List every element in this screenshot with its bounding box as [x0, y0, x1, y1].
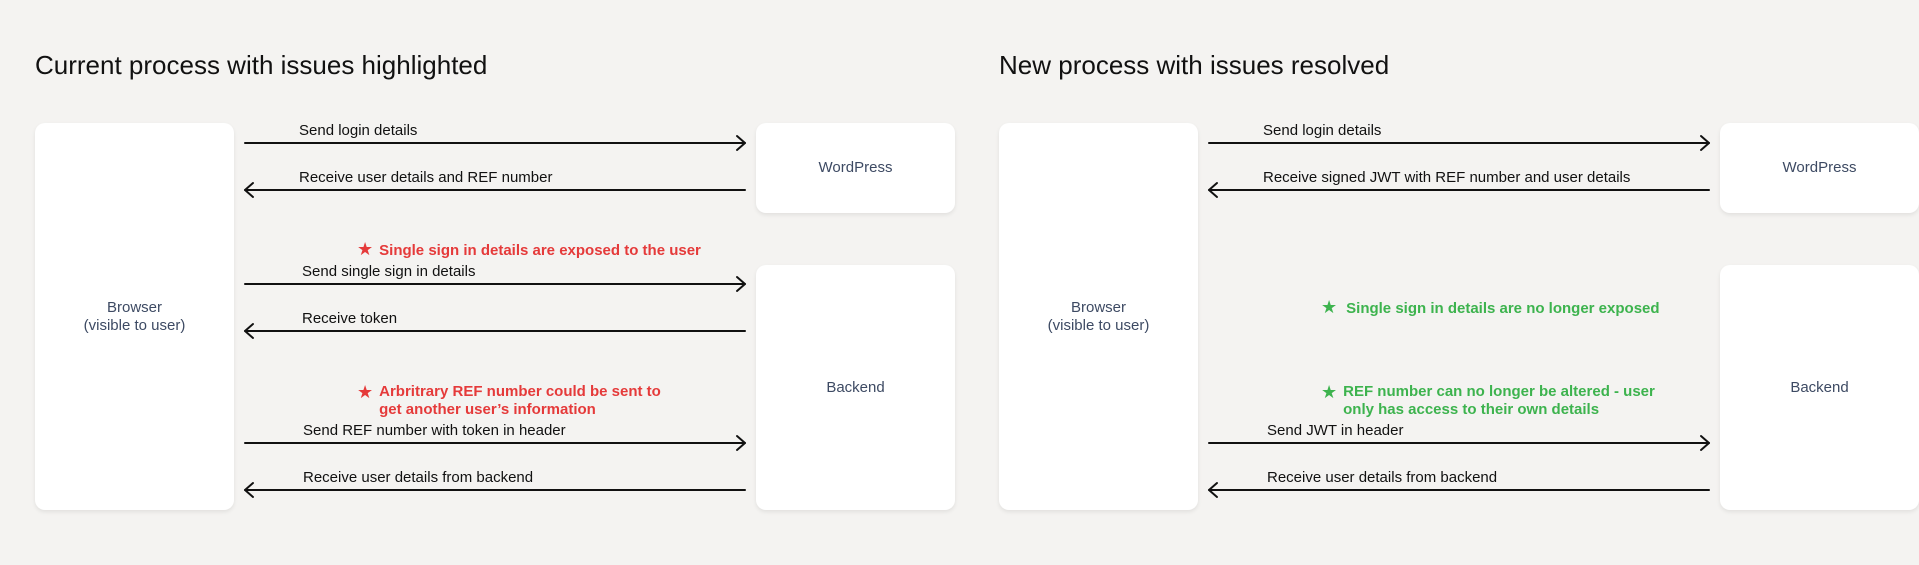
message-send-jwt: Send JWT in header [1267, 422, 1404, 439]
resolved-note: ★ Single sign in details are no longer ex… [1321, 298, 1660, 318]
issue-note: ★Arbritrary REF number could be sent to … [357, 383, 661, 419]
star-icon: ★ [357, 239, 374, 259]
arrows [1208, 135, 1710, 498]
resolved-note: ★REF number can no longer be altered - u… [1321, 383, 1655, 419]
arrow-right [244, 135, 746, 151]
new-process-panel: New process with issues resolved Browser… [964, 0, 1919, 565]
star-icon: ★ [1321, 382, 1338, 402]
message-send-ref: Send REF number with token in header [303, 422, 566, 439]
panel-title: Current process with issues highlighted [35, 50, 488, 80]
arrow-right [244, 276, 746, 292]
panel-title: New process with issues resolved [999, 50, 1390, 80]
wordpress-label: WordPress [818, 159, 893, 176]
browser-label: Browser (visible to user) [1047, 298, 1150, 334]
message-send-login: Send login details [299, 122, 418, 139]
current-process-panel: Current process with issues highlighted … [0, 0, 959, 565]
message-receive-backend: Receive user details from backend [1267, 469, 1498, 486]
resolved-note-text: REF number can no longer be altered - us… [1343, 383, 1655, 418]
arrow-left [244, 482, 746, 498]
backend-box: Backend [756, 265, 955, 510]
backend-box: Backend [1720, 265, 1919, 510]
browser-box: Browser (visible to user) [999, 123, 1198, 510]
star-icon: ★ [357, 382, 374, 402]
arrow-left [1208, 182, 1710, 198]
star-icon: ★ [1321, 297, 1338, 317]
arrows [244, 135, 746, 498]
wordpress-label: WordPress [1782, 159, 1857, 176]
arrow-right [1208, 135, 1710, 151]
arrow-left [244, 182, 746, 198]
arrow-left [244, 323, 746, 339]
arrow-left [1208, 482, 1710, 498]
resolved-note-text: Single sign in details are no longer exp… [1346, 300, 1660, 317]
message-receive-user-details: Receive user details and REF number [299, 169, 553, 186]
browser-box: Browser (visible to user) [35, 123, 234, 510]
issue-note: ★ Single sign in details are exposed to t… [357, 240, 701, 260]
arrow-right [244, 435, 746, 451]
message-receive-jwt: Receive signed JWT with REF number and u… [1263, 169, 1631, 186]
arrow-right [1208, 435, 1710, 451]
wordpress-box: WordPress [756, 123, 955, 213]
message-receive-token: Receive token [302, 310, 398, 327]
issue-note-text: Arbritrary REF number could be sent to g… [379, 383, 661, 418]
issue-note-text: Single sign in details are exposed to th… [379, 242, 701, 259]
message-send-login: Send login details [1263, 122, 1382, 139]
message-send-sso: Send single sign in details [302, 263, 476, 280]
backend-label: Backend [826, 378, 885, 396]
wordpress-box: WordPress [1720, 123, 1919, 213]
browser-label: Browser (visible to user) [83, 298, 186, 334]
message-receive-backend: Receive user details from backend [303, 469, 534, 486]
backend-label: Backend [1790, 378, 1849, 396]
